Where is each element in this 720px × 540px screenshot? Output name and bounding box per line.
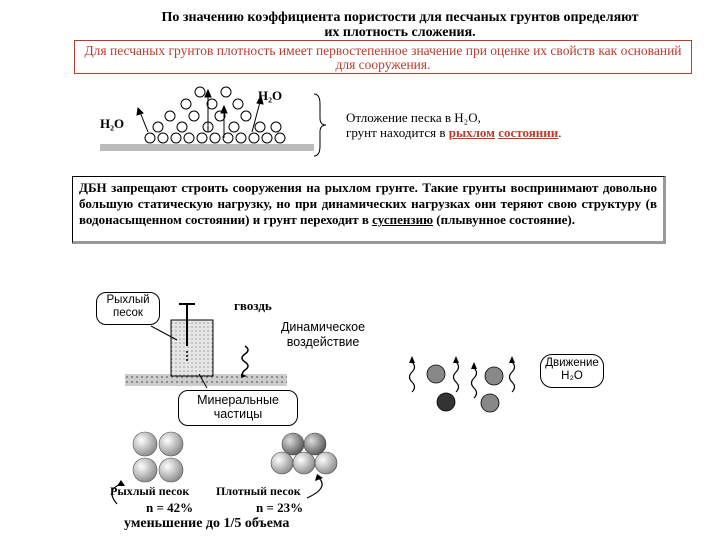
dense-sand-particles (270, 432, 338, 475)
ground-base (125, 374, 287, 386)
loose-sand-callout: Рыхлый песок (96, 292, 160, 325)
nail-label: гвоздь (234, 298, 272, 313)
sand-deposition-diagram (100, 86, 314, 151)
page-title: По значению коэффициента пористости для … (100, 10, 700, 40)
ground-layer (100, 144, 314, 151)
h2o-label-top: H₂O (258, 88, 283, 103)
water-motion-callout: Движение H₂O (540, 354, 604, 388)
loose-sand-label: Рыхлый песок (110, 484, 190, 498)
desc-prefix: грунт находится в (346, 125, 449, 140)
title-line-2: их плотность сложения. (324, 25, 476, 40)
h2o-label-left: H₂O (100, 116, 125, 131)
sand-container (170, 319, 214, 377)
dbn-text-before: ДБН запрещают строить сооружения на рыхл… (79, 180, 657, 227)
water-motion-diagram (408, 356, 516, 413)
loose-sand-particles (132, 431, 184, 483)
dense-sand-label: Плотный песок (216, 484, 301, 498)
sand-comparison-diagram (111, 431, 338, 505)
volume-reduction: уменьшение до 1/5 объема (124, 516, 290, 531)
nail-experiment-diagram (125, 303, 287, 389)
sand-particles (144, 86, 286, 144)
desc-line-1: Отложение песка в Н₂О, (346, 110, 481, 125)
porosity-loose: n = 42% (146, 500, 194, 515)
highlight-text: Для песчаных грунтов плотность имеет пер… (84, 43, 682, 72)
porosity-dense: n = 23% (256, 500, 304, 515)
water-flow-arrows (136, 88, 264, 138)
dbn-box: ДБН запрещают строить сооружения на рыхл… (72, 176, 666, 244)
mineral-particles-callout: Минеральные частицы (178, 390, 298, 426)
suspension-word: суспензию (372, 212, 434, 227)
desc-line-2: грунт находится в рыхлом состоянии. (346, 125, 646, 140)
vibration-wave (241, 345, 249, 377)
curly-brace (313, 93, 327, 157)
highlight-box: Для песчаных грунтов плотность имеет пер… (74, 40, 692, 74)
dynamic-impact-label: Динамическое воздействие (280, 320, 366, 349)
deposition-description: Отложение песка в Н₂О, грунт находится в… (346, 110, 646, 140)
dbn-text-after: (плывунное состояние). (433, 212, 575, 227)
dbn-text: ДБН запрещают строить сооружения на рыхл… (79, 180, 657, 228)
title-line-1: По значению коэффициента пористости для … (161, 10, 639, 25)
state-word: состоянии (498, 125, 559, 140)
desc-end: . (558, 125, 562, 140)
loose-word: рыхлом (448, 125, 495, 140)
